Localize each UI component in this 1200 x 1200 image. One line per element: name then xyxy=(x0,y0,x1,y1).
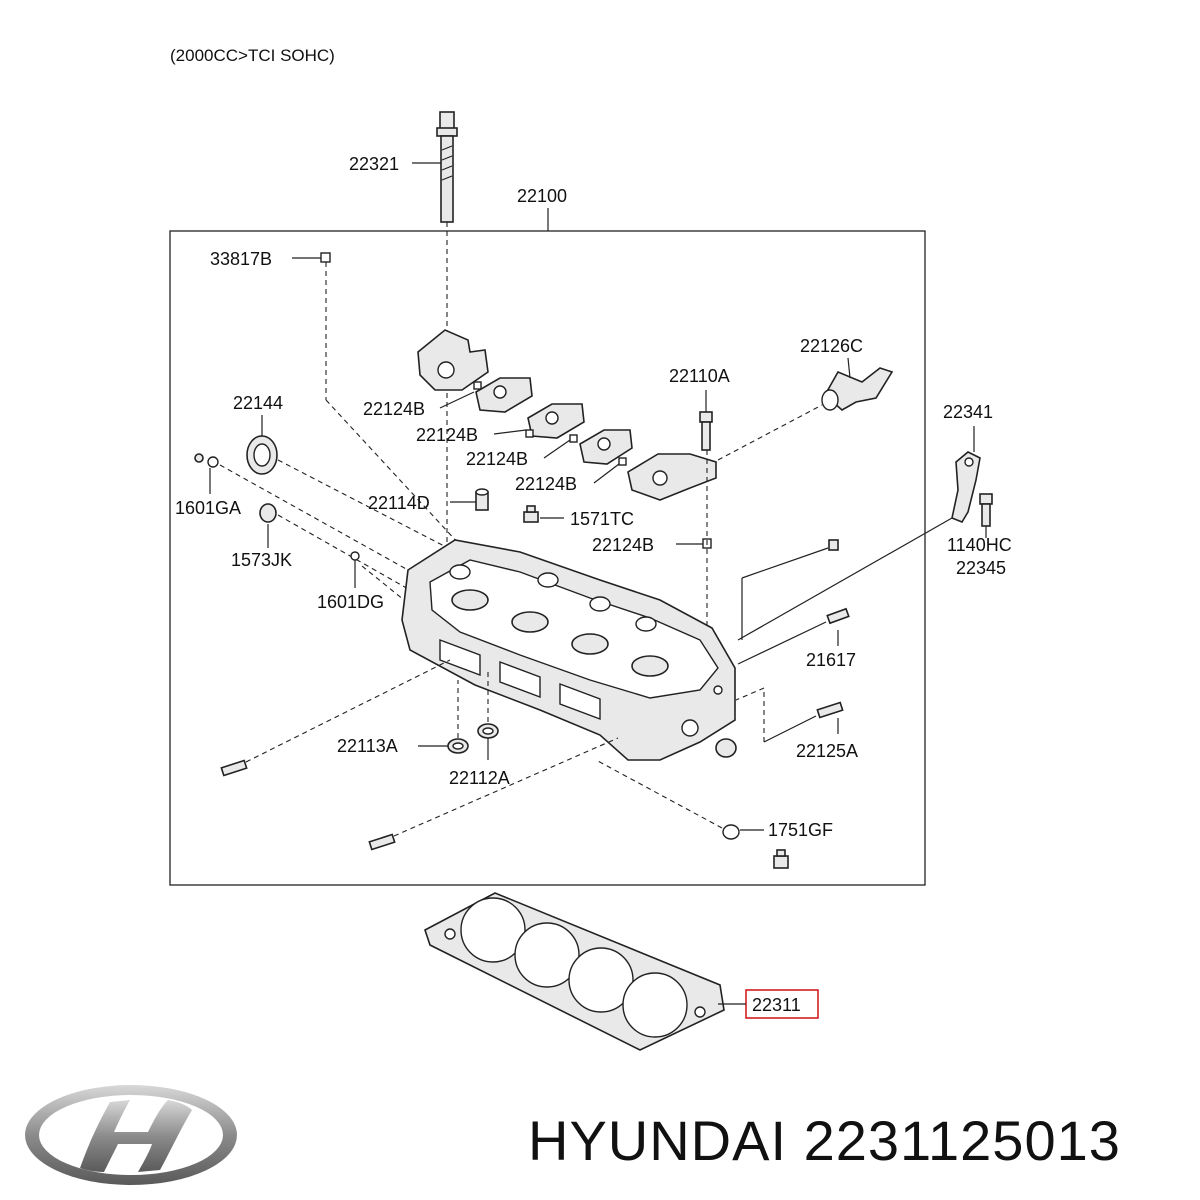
label-22124B-3: 22124B xyxy=(466,449,528,469)
label-1751GF: 1751GF xyxy=(768,820,833,840)
bearing-cap-3[interactable] xyxy=(525,403,585,439)
label-22113A: 22113A xyxy=(337,736,398,756)
dash-stud-bottom xyxy=(393,737,619,837)
stud-22125A[interactable] xyxy=(816,701,844,719)
label-22341: 22341 xyxy=(943,402,993,422)
bearing-cap-1[interactable] xyxy=(417,329,489,391)
plug-1571TC[interactable] xyxy=(523,505,539,523)
label-22126C: 22126C xyxy=(800,336,863,356)
plug-upper-right[interactable] xyxy=(828,539,839,551)
stud-lower-left[interactable] xyxy=(220,759,248,777)
line-22125A xyxy=(763,715,817,743)
label-22144: 22144 xyxy=(233,393,283,413)
label-21617: 21617 xyxy=(806,650,856,670)
label-22321: 22321 xyxy=(349,154,399,174)
line-plug-upper-right xyxy=(741,547,829,579)
label-22112A: 22112A xyxy=(449,768,510,788)
leader-22124B-1 xyxy=(439,391,475,409)
seal-22144[interactable] xyxy=(246,435,278,475)
line-21617-head xyxy=(737,621,827,665)
stud-bottom[interactable] xyxy=(368,833,396,851)
diagram-subtitle: (2000CC>TCI SOHC) xyxy=(170,46,335,65)
plug-bottom[interactable] xyxy=(773,849,789,869)
plug-1601GA-b[interactable] xyxy=(207,456,219,468)
label-1571TC: 1571TC xyxy=(570,509,634,529)
guide-22114D[interactable] xyxy=(475,488,489,511)
stud-21617[interactable] xyxy=(826,607,850,625)
head-gasket-22311[interactable] xyxy=(424,892,725,1051)
seal-head-right[interactable] xyxy=(715,738,737,758)
label-22124B-2: 22124B xyxy=(416,425,478,445)
label-22345: 22345 xyxy=(956,558,1006,578)
dash-stud-lower-left xyxy=(245,659,451,763)
seal-1573JK[interactable] xyxy=(259,503,277,523)
label-22124B-4: 22124B xyxy=(515,474,577,494)
label-22311: 22311 xyxy=(752,995,801,1015)
bolt-1140HC[interactable] xyxy=(979,493,993,527)
label-22110A: 22110A xyxy=(669,366,730,386)
label-22114D: 22114D xyxy=(368,493,430,513)
label-1601DG: 1601DG xyxy=(317,592,384,612)
bracket-22341[interactable] xyxy=(951,451,981,523)
plug-1601DG[interactable] xyxy=(350,551,360,561)
leader-22124B-4 xyxy=(593,463,620,484)
bolt-22110A[interactable] xyxy=(699,411,713,451)
label-22124B-5: 22124B xyxy=(592,535,654,555)
leader-22124B-3 xyxy=(543,439,571,459)
label-1140HC: 1140HC xyxy=(947,535,1012,555)
leader-22126C xyxy=(847,357,851,379)
label-22125A: 22125A xyxy=(796,741,858,761)
line-22341-head xyxy=(737,517,953,641)
tube-22126C[interactable] xyxy=(821,367,894,411)
dash-1751GF xyxy=(595,759,723,829)
label-33817B: 33817B xyxy=(210,249,272,269)
brand-name: HYUNDAI xyxy=(528,1109,788,1172)
dash-22144 xyxy=(277,459,449,549)
dash-22126C xyxy=(717,404,823,461)
footer-title: HYUNDAI 2231125013 xyxy=(528,1108,1121,1173)
label-1573JK: 1573JK xyxy=(231,550,292,570)
hyundai-logo-icon xyxy=(25,1085,237,1185)
bearing-cap-5[interactable] xyxy=(618,453,717,501)
part-number: 2231125013 xyxy=(803,1109,1121,1172)
plug-33817B[interactable] xyxy=(320,252,331,263)
bearing-cap-2[interactable] xyxy=(473,377,533,413)
bolt-22321[interactable] xyxy=(436,111,458,223)
dash-1573JK xyxy=(277,514,411,591)
dash-33817B-2 xyxy=(325,399,461,546)
bearing-cap-4[interactable] xyxy=(569,429,633,465)
plug-1601GA-a[interactable] xyxy=(194,453,204,463)
label-1601GA: 1601GA xyxy=(175,498,241,518)
dash-1601DG xyxy=(361,565,405,601)
label-22124B-1: 22124B xyxy=(363,399,425,419)
seal-1751GF[interactable] xyxy=(722,824,740,840)
cylinder-head-22100[interactable] xyxy=(401,539,736,761)
dash-22125A-2 xyxy=(735,687,765,701)
leader-22124B-2 xyxy=(493,429,527,435)
label-22100: 22100 xyxy=(517,186,567,206)
